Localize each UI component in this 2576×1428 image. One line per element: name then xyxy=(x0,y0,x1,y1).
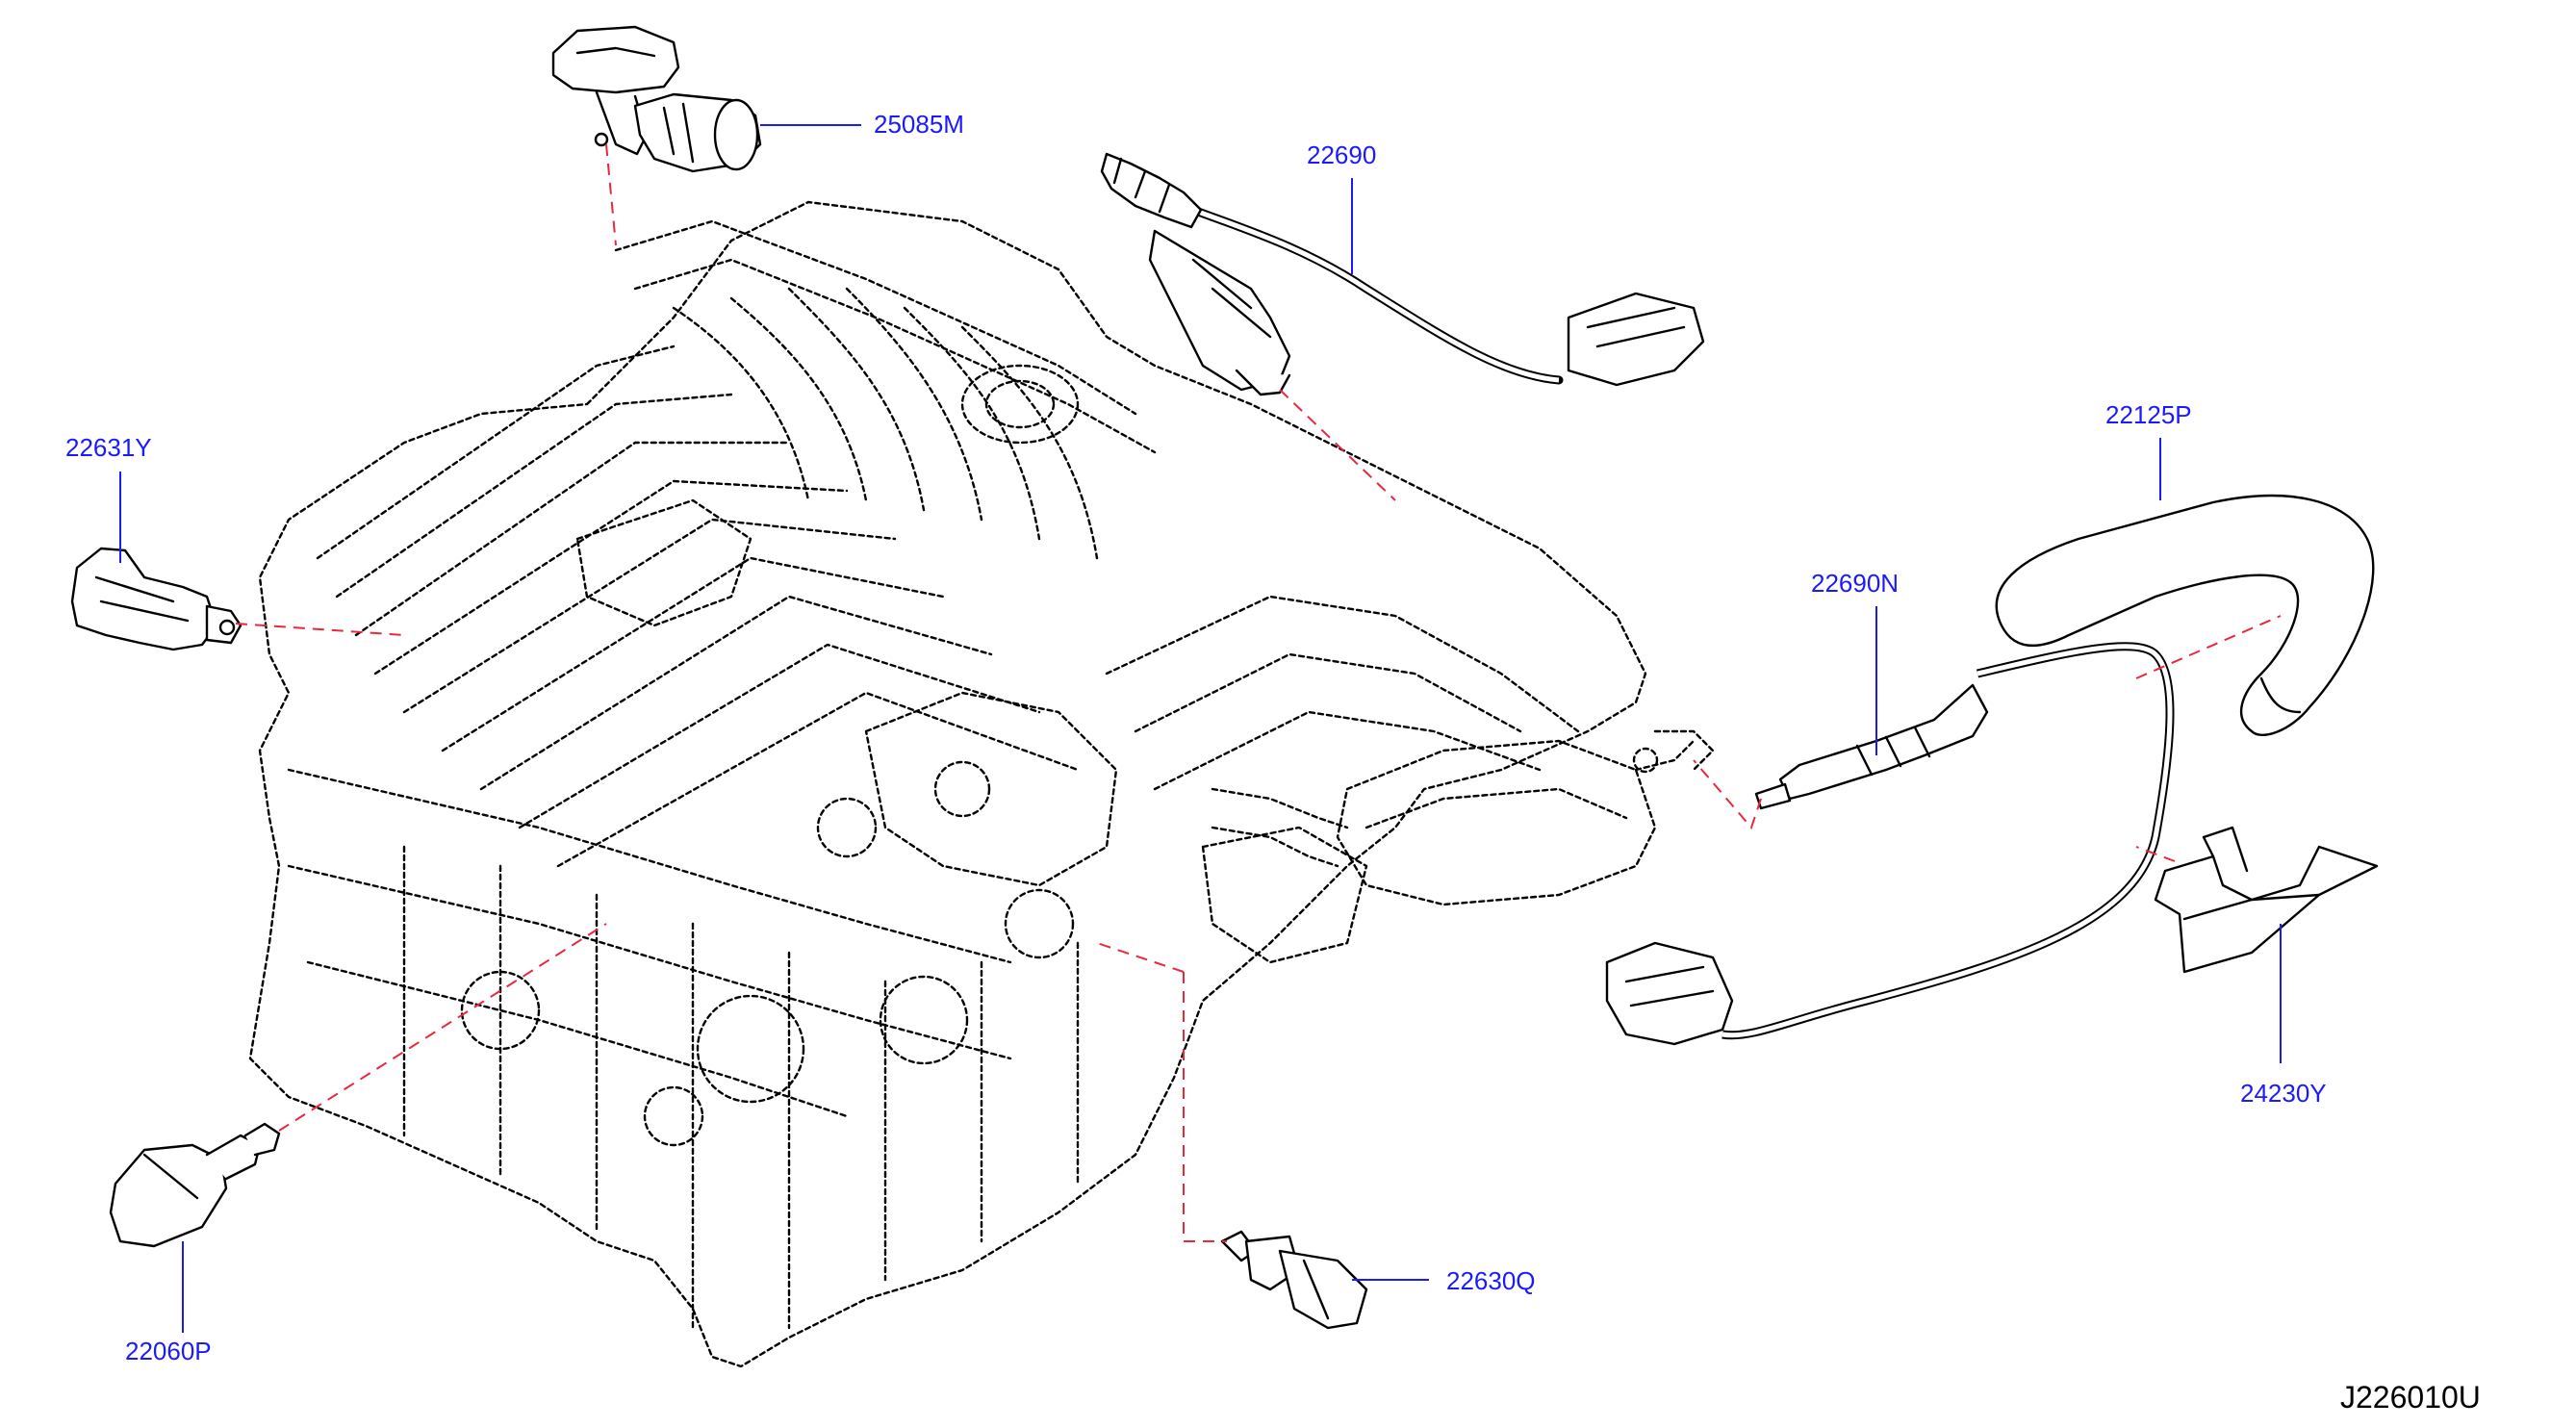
label-24230Y[interactable]: 24230Y xyxy=(2240,1079,2327,1108)
sensor-22630Q[interactable] xyxy=(1220,1230,1368,1330)
sensor-22060P[interactable] xyxy=(109,1122,281,1248)
heat-shield-22125P[interactable] xyxy=(1995,494,2375,736)
catalyst-outline xyxy=(1211,729,1715,906)
label-22690[interactable]: 22690 xyxy=(1307,140,1376,169)
leader-lines xyxy=(119,124,2282,1333)
sensor-22690N[interactable] xyxy=(1605,642,2175,1046)
label-22690N[interactable]: 22690N xyxy=(1811,569,1899,598)
label-22060P[interactable]: 22060P xyxy=(125,1337,212,1365)
locator-lines xyxy=(235,143,2282,1242)
drawing-code: J226010U xyxy=(2340,1380,2481,1415)
sensor-25085M[interactable] xyxy=(551,25,762,173)
sensor-22690[interactable] xyxy=(1100,152,1705,396)
label-22630Q[interactable]: 22630Q xyxy=(1446,1266,1536,1295)
sensor-22631Y[interactable] xyxy=(70,547,242,651)
label-22125P[interactable]: 22125P xyxy=(2105,400,2192,429)
label-25085M[interactable]: 25085M xyxy=(874,110,964,139)
label-22631Y[interactable]: 22631Y xyxy=(65,433,152,462)
bracket-24230Y[interactable] xyxy=(2154,826,2379,974)
engine-outline xyxy=(248,200,1647,1368)
part-labels: 25085M 22690 22631Y 22125P 22690N 24230Y… xyxy=(65,110,2481,1415)
